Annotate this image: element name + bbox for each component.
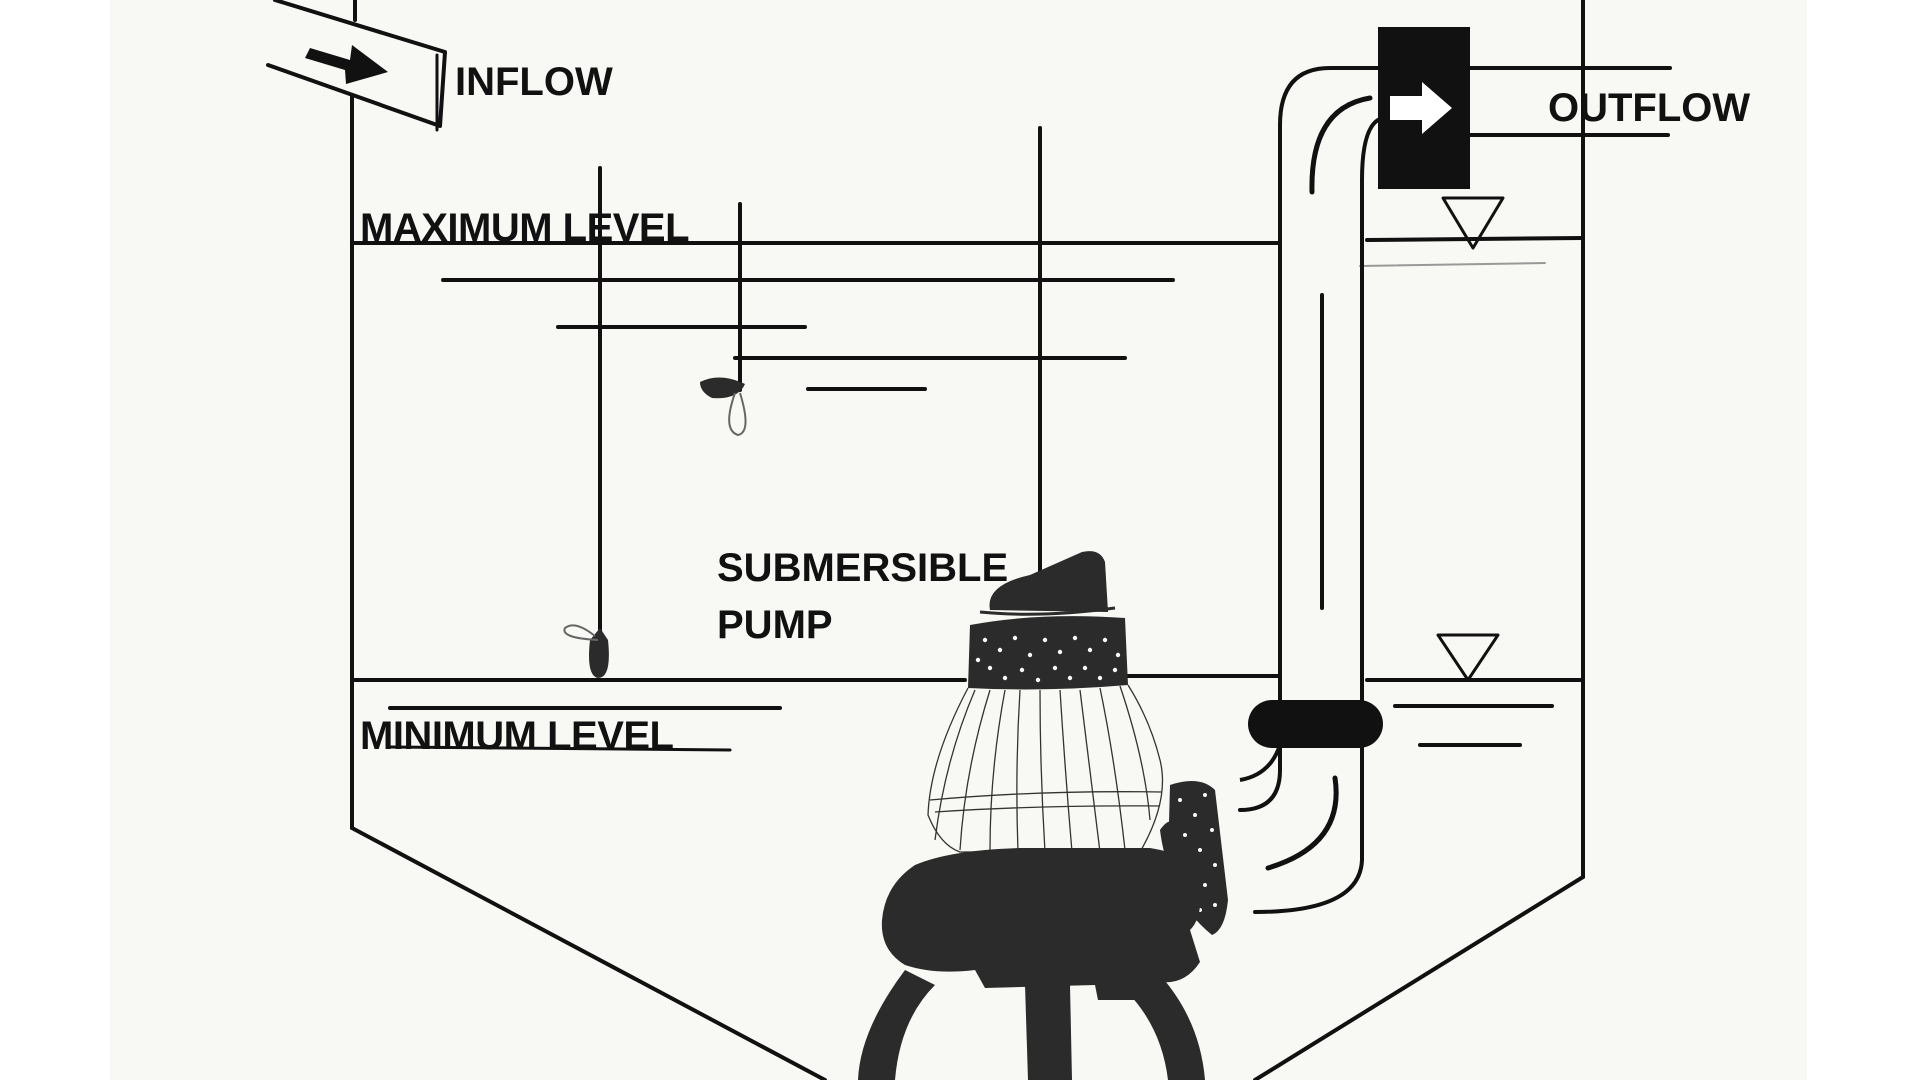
pump-cable-cap bbox=[989, 551, 1108, 612]
pump-label-line-2: PUMP bbox=[717, 603, 833, 647]
pump-leg-center bbox=[1025, 985, 1072, 1080]
pump-label-line-1: SUBMERSIBLE bbox=[717, 546, 1009, 590]
submersible-pump bbox=[858, 551, 1228, 1080]
water-level-triangle-icon bbox=[1436, 633, 1500, 682]
inflow-label: INFLOW bbox=[455, 60, 613, 104]
pump-leg-right bbox=[1130, 975, 1205, 1080]
float-switch-icon bbox=[589, 628, 609, 678]
inflow-pipe bbox=[266, 0, 447, 128]
discharge-pipe-inner bbox=[1253, 118, 1380, 914]
pipe-coupling bbox=[1248, 700, 1383, 748]
discharge-pipe-outer bbox=[1238, 66, 1380, 812]
minimum-level-label: MINIMUM LEVEL bbox=[360, 714, 674, 758]
submersible-pump-label: SUBMERSIBLE PUMP bbox=[717, 540, 1008, 654]
tank-floor-left bbox=[350, 826, 827, 1080]
outflow-arrow-icon bbox=[1390, 82, 1452, 134]
tank-floor-right bbox=[1253, 875, 1585, 1080]
float-switch-icon bbox=[700, 377, 745, 399]
pump-base bbox=[881, 848, 1201, 1000]
inflow-arrow-icon bbox=[305, 45, 388, 84]
maximum-level-label: MAXIMUM LEVEL bbox=[360, 206, 690, 250]
pump-leg-left bbox=[858, 970, 935, 1080]
pump-motor-band bbox=[968, 616, 1128, 690]
outflow-label: OUTFLOW bbox=[1548, 86, 1751, 130]
water-level-triangle-icon bbox=[1441, 196, 1505, 250]
